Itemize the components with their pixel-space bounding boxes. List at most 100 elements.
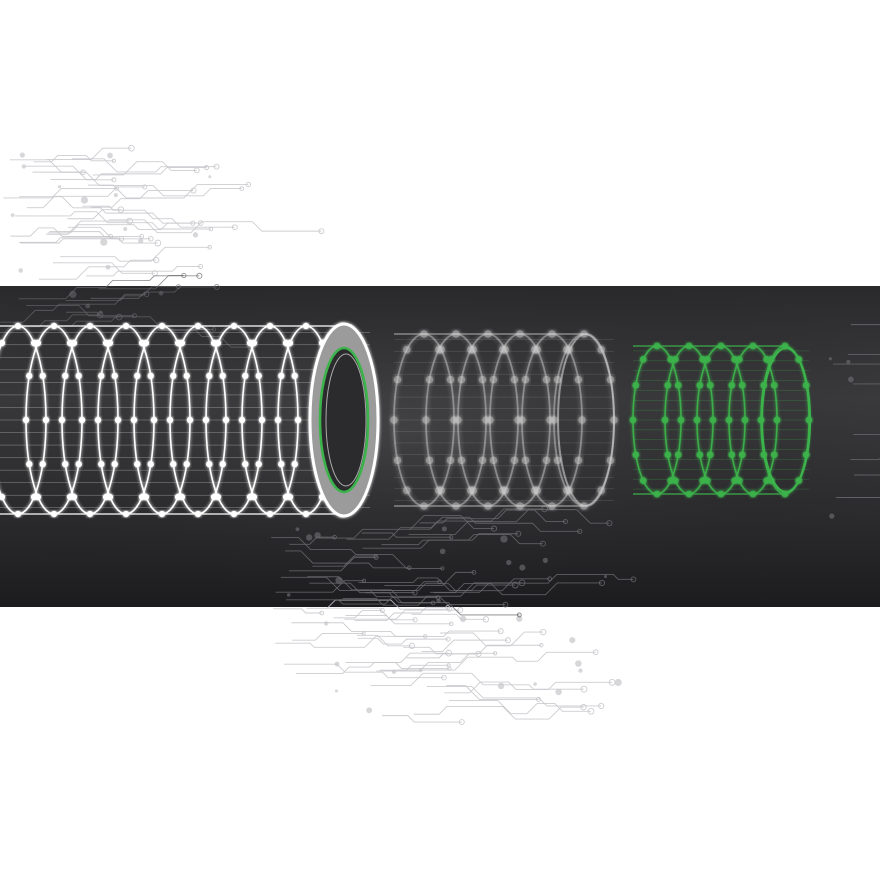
circuit-trace bbox=[357, 637, 449, 645]
coil-dot bbox=[735, 477, 743, 485]
circuit-dot bbox=[439, 548, 446, 555]
coil-dot bbox=[484, 502, 492, 510]
coil-dot bbox=[114, 416, 122, 424]
coil-dot bbox=[518, 416, 526, 424]
coil-dot bbox=[86, 510, 94, 518]
circuit-trace bbox=[345, 662, 450, 670]
circuit-dot bbox=[604, 575, 608, 579]
coil-dot bbox=[183, 460, 190, 468]
circuit-node bbox=[502, 601, 509, 608]
coil-dot bbox=[749, 342, 757, 350]
circuit-trace bbox=[377, 583, 516, 591]
circuit-dot bbox=[848, 376, 854, 383]
circuit-node bbox=[441, 674, 447, 681]
circuit-node bbox=[577, 528, 583, 534]
circuit-trace bbox=[292, 633, 364, 641]
coil-dot bbox=[402, 486, 411, 495]
coil-dot bbox=[770, 451, 778, 459]
coil-dot bbox=[548, 330, 556, 338]
circuit-trace bbox=[25, 165, 114, 181]
coil-dot bbox=[773, 416, 781, 424]
circuit-dot bbox=[192, 232, 199, 238]
coil-dot bbox=[489, 375, 498, 384]
circuit-trace bbox=[847, 354, 880, 355]
coil-dot bbox=[75, 372, 82, 380]
circuit-trace bbox=[408, 509, 610, 535]
circuit-node bbox=[445, 649, 453, 657]
coil-dot bbox=[550, 416, 558, 424]
coil-dot bbox=[26, 460, 33, 468]
coil-dot bbox=[170, 372, 177, 380]
circuit-trace bbox=[67, 209, 121, 220]
coil-dot bbox=[703, 477, 711, 485]
circuit-trace bbox=[273, 608, 322, 614]
faded-gray-coil bbox=[390, 330, 618, 510]
coil-dot bbox=[489, 456, 498, 465]
coil-dot bbox=[194, 510, 202, 518]
circuit-dot bbox=[324, 621, 329, 626]
circuit-dot bbox=[516, 615, 523, 622]
circuit-dot bbox=[391, 669, 397, 675]
circuit-node bbox=[580, 685, 588, 693]
circuit-dot bbox=[113, 193, 118, 198]
circuit-trace bbox=[275, 580, 365, 593]
coil-dot bbox=[706, 381, 714, 389]
coil-dot bbox=[242, 372, 249, 380]
circuit-node bbox=[606, 520, 613, 527]
circuit-node bbox=[412, 617, 418, 623]
circuit-node bbox=[587, 707, 595, 715]
circuit-dot bbox=[441, 526, 447, 532]
coil-dot bbox=[728, 451, 736, 459]
coil-dot bbox=[219, 372, 226, 380]
circuit-node bbox=[491, 525, 498, 532]
coil-dot bbox=[134, 372, 141, 380]
circuit-node bbox=[181, 272, 187, 279]
circuit-dot bbox=[138, 238, 144, 244]
circuit-trace bbox=[289, 536, 335, 545]
coil-dot bbox=[158, 510, 166, 518]
coil-dot bbox=[452, 502, 460, 510]
circuit-node bbox=[111, 158, 116, 163]
circuit-node bbox=[448, 621, 454, 627]
circuit-node bbox=[515, 530, 522, 537]
coil-dot bbox=[242, 460, 249, 468]
coil-dot bbox=[302, 322, 310, 330]
circuit-node bbox=[373, 554, 379, 560]
circuit-node bbox=[207, 245, 212, 250]
coil-dot bbox=[478, 375, 487, 384]
circuit-node bbox=[497, 628, 504, 635]
circuit-node bbox=[592, 649, 599, 656]
coil-dot bbox=[26, 372, 33, 380]
circuit-node bbox=[114, 186, 119, 191]
coil-dot bbox=[106, 493, 114, 501]
circuit-dot bbox=[295, 527, 300, 532]
circuit-dot bbox=[366, 707, 373, 714]
coil-dot bbox=[530, 345, 539, 354]
circuit-trace bbox=[344, 609, 461, 620]
circuit-node bbox=[446, 606, 452, 612]
coil-dot bbox=[420, 330, 428, 338]
circuit-node bbox=[153, 257, 160, 264]
circuit-node bbox=[154, 239, 162, 247]
coil-dot bbox=[457, 375, 466, 384]
circuit-trace bbox=[850, 324, 880, 326]
coil-dot bbox=[685, 342, 693, 350]
circuit-dot bbox=[100, 238, 108, 246]
circuit-trace bbox=[356, 634, 412, 647]
coil-dot bbox=[486, 416, 494, 424]
coil-dot bbox=[420, 502, 428, 510]
coil-dot bbox=[14, 322, 22, 330]
circuit-trace bbox=[47, 222, 201, 234]
circuit-node bbox=[536, 696, 541, 702]
circuit-trace bbox=[15, 211, 211, 230]
coil-dot bbox=[498, 486, 507, 495]
coil-dot bbox=[302, 510, 310, 518]
circuit-trace bbox=[382, 715, 462, 723]
circuit-dot bbox=[533, 682, 537, 686]
coil-dot bbox=[250, 493, 258, 501]
coil-dot bbox=[238, 416, 246, 424]
coil-dot bbox=[111, 460, 118, 468]
circuit-trace bbox=[50, 167, 207, 181]
circuit-node bbox=[231, 224, 238, 231]
circuit-node bbox=[211, 327, 217, 332]
